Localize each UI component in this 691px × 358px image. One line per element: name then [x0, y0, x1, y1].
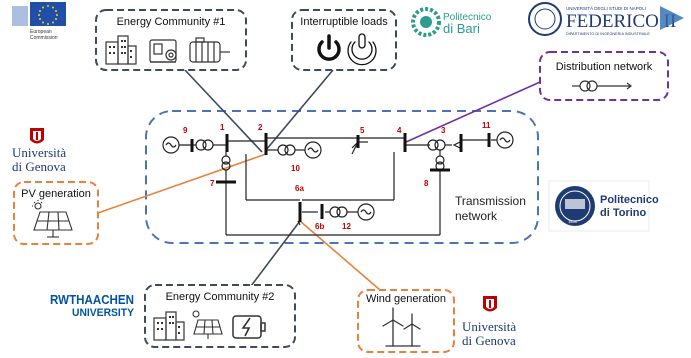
european-commission-logo: European Commission — [12, 2, 66, 41]
energy-community-2-title: Energy Community #2 — [166, 291, 275, 303]
distribution-network-title: Distribution network — [556, 61, 653, 73]
bus-label-11: 11 — [482, 121, 491, 130]
bus-label-8: 8 — [424, 179, 429, 188]
wind-turbines-icon — [382, 307, 421, 347]
genova-logo-left: Università di Genova — [12, 128, 66, 174]
genova-right-line1: Università — [462, 319, 516, 334]
bus-label-12: 12 — [342, 222, 351, 231]
rwth-line1: RWTHAACHEN — [50, 292, 134, 307]
ec-logo-line1: European — [30, 29, 52, 35]
bus-label-1: 1 — [220, 123, 225, 132]
federico-ii-logo: UNIVERSITÀ DEGLI STUDI DI NAPOLI FEDERIC… — [528, 2, 684, 36]
federico-sub: DIPARTIMENTO DI INGEGNERIA INDUSTRIALE — [566, 32, 650, 36]
solar-panel-icon — [32, 200, 73, 238]
energy-community-1-box: Energy Community #1 — [95, 9, 247, 71]
interruptible-loads-title: Interruptible loads — [300, 16, 388, 28]
bus-label-5: 5 — [360, 126, 365, 135]
pv-link — [97, 153, 267, 214]
genova-right-line2: di Genova — [462, 333, 516, 348]
ec1-link — [184, 69, 263, 153]
bus-label-7: 7 — [210, 179, 215, 188]
bus-label-10: 10 — [291, 164, 300, 173]
rwth-logo: RWTHAACHEN UNIVERSITY — [50, 292, 135, 319]
federico-main: FEDERICO II — [566, 11, 676, 32]
distribution-network-box: Distribution network — [539, 51, 669, 101]
bus-label-4: 4 — [397, 126, 402, 135]
buildings-icon — [153, 311, 185, 341]
transmission-network-boundary — [145, 110, 539, 244]
generator-set-icon — [149, 39, 177, 63]
wind-generation-box: Wind generation — [357, 289, 455, 353]
politecnico-torino-logo: 1859 Politecnico di Torino — [548, 180, 659, 232]
wind-generation-title: Wind generation — [366, 293, 446, 305]
power-off-icon — [347, 33, 377, 66]
bus-labels: 9 1 2 10 5 4 3 11 7 6a 8 6b 12 — [183, 121, 491, 231]
genova-left-line1: Università — [12, 145, 66, 160]
transmission-label-line1: Transmission — [455, 194, 526, 208]
energy-community-1-title: Energy Community #1 — [117, 16, 226, 28]
electric-motor-icon — [189, 37, 230, 63]
bus-label-3: 3 — [441, 126, 446, 135]
power-on-icon — [317, 34, 341, 61]
interruptible-loads-box: Interruptible loads — [291, 9, 397, 71]
polibari-line1: Politecnico — [443, 12, 492, 23]
rwth-line2: UNIVERSITY — [72, 307, 135, 319]
bus-label-6a: 6a — [295, 184, 304, 193]
pv-generation-box: PV generation — [13, 181, 99, 245]
politecnico-bari-logo: Politecnico di Bari — [411, 7, 492, 37]
pv-generation-title: PV generation — [21, 188, 91, 200]
ec-logo-line2: Commission — [30, 35, 58, 41]
solar-panel-icon — [192, 310, 223, 339]
interruptible-link — [265, 69, 334, 151]
bus-label-6b: 6b — [315, 222, 324, 231]
buildings-icon — [105, 35, 137, 65]
transmission-label-line2: network — [455, 209, 498, 223]
polito-line2: di Torino — [600, 207, 647, 219]
energy-community-2-box: Energy Community #2 — [144, 284, 296, 348]
polito-line1: Politecnico — [600, 194, 659, 206]
polito-year: 1859 — [568, 219, 578, 224]
genova-left-line2: di Genova — [12, 159, 66, 174]
bus-bars — [190, 133, 491, 222]
genova-logo-right: Università di Genova — [462, 296, 516, 348]
distribution-link — [405, 81, 541, 143]
bus-label-2: 2 — [258, 123, 263, 132]
transformer-icon — [572, 80, 632, 92]
ec2-link — [247, 220, 301, 291]
polibari-line2: di Bari — [443, 21, 480, 36]
bus-label-9: 9 — [183, 126, 188, 135]
battery-charging-icon — [232, 315, 266, 339]
federico-top: UNIVERSITÀ DEGLI STUDI DI NAPOLI — [566, 5, 646, 11]
wind-link — [299, 220, 381, 291]
